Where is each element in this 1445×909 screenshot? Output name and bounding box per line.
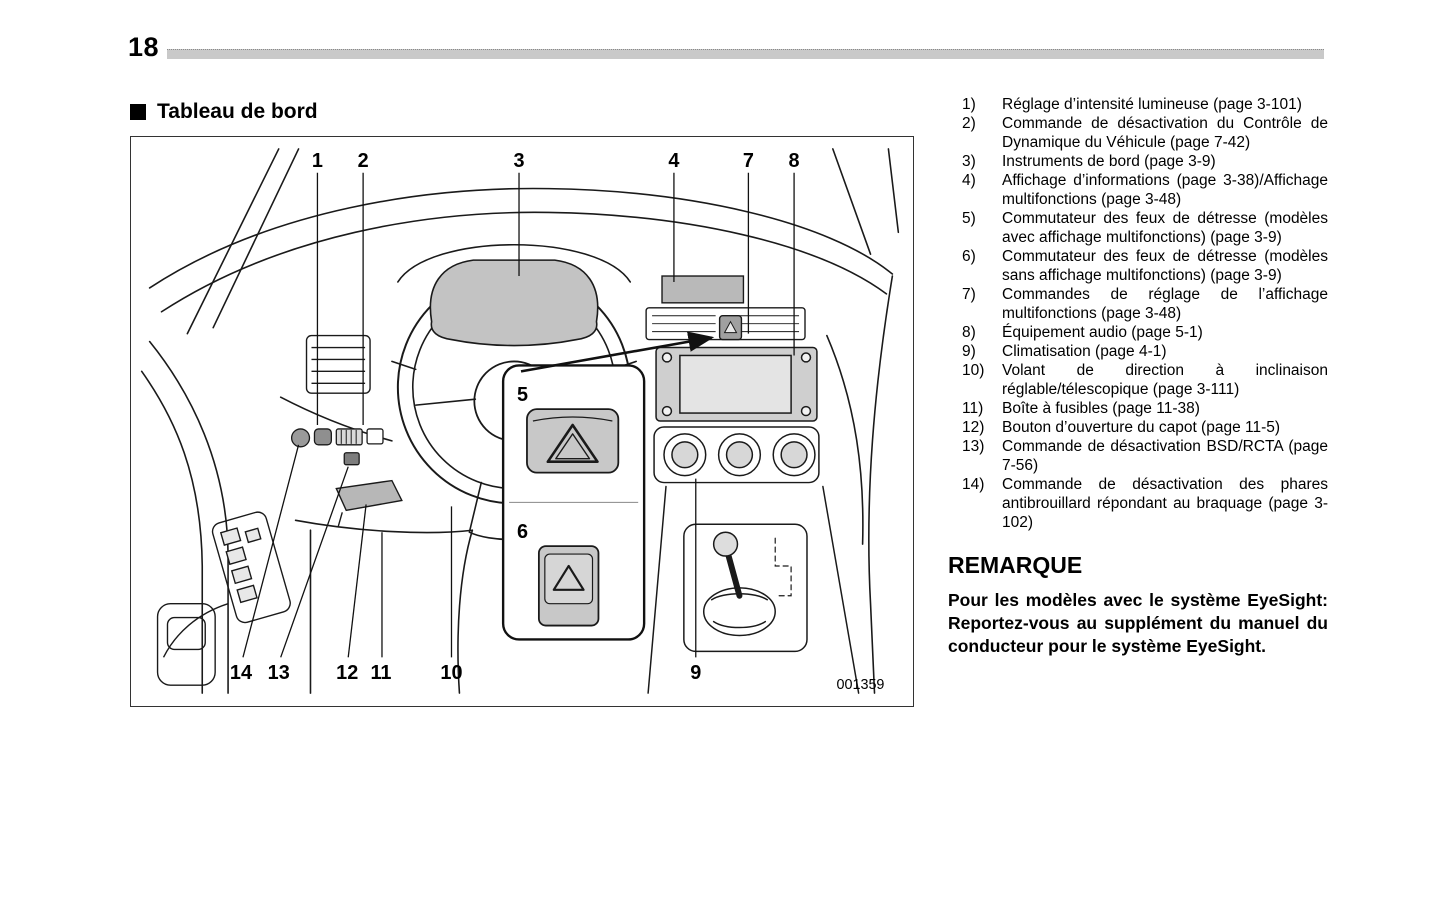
callout-11: 11 (370, 662, 391, 684)
header-rule (167, 49, 1324, 59)
callout-1: 1 (312, 150, 323, 172)
legend-item-text: Bouton d’ouverture du capot (page 11-5) (1002, 419, 1281, 436)
legend-item-number: 3) (962, 153, 976, 170)
figure-id: 001359 (836, 677, 884, 693)
legend-item-number: 13) (962, 438, 985, 455)
legend-item-number: 10) (962, 362, 985, 379)
section-title-text: Tableau de bord (157, 100, 318, 123)
hazard-switch-inset: 5 6 (501, 331, 715, 641)
legend-item-text: Réglage d’intensité lumineuse (page 3-10… (1002, 96, 1302, 113)
legend-item-text: Commutateur des feux de détresse (modèle… (1002, 248, 1328, 284)
legend-item-text: Boîte à fusibles (page 11-38) (1002, 400, 1200, 417)
legend-item: 12) Bouton d’ouverture du capot (page 11… (962, 418, 1328, 437)
callout-leader-lines (242, 172, 795, 658)
legend-item: 1) Réglage d’intensité lumineuse (page 3… (962, 95, 1328, 114)
callout-numbers: 1 2 3 4 7 8 14 13 12 11 10 9 (230, 150, 800, 684)
note-title: REMARQUE (948, 552, 1083, 578)
legend-item-number: 4) (962, 172, 976, 189)
callout-10: 10 (440, 662, 462, 684)
audio-unit (655, 346, 818, 422)
gear-shifter (647, 485, 860, 694)
legend-item-text: Volant de direction à inclinaison réglab… (1002, 362, 1328, 398)
legend-item-text: Commutateur des feux de détresse (modèle… (1002, 210, 1328, 246)
callout-12: 12 (336, 662, 358, 684)
legend-item: 7) Commandes de réglage de l’affichage m… (962, 285, 1328, 323)
dashboard-outline (140, 148, 900, 694)
legend-item: 8) Équipement audio (page 5-1) (962, 323, 1328, 342)
legend-item-text: Affichage d’informations (page 3-38)/Aff… (1002, 172, 1328, 208)
callout-14: 14 (230, 662, 252, 684)
legend-item-text: Instruments de bord (page 3-9) (1002, 153, 1216, 170)
callout-5: 5 (517, 384, 528, 406)
callout-4: 4 (668, 150, 679, 172)
legend-item-number: 11) (962, 400, 984, 417)
instrument-cluster (429, 259, 599, 347)
legend-item-number: 6) (962, 248, 976, 265)
legend-item-number: 12) (962, 419, 985, 436)
legend-item: 14) Commande de désactivation des phares… (962, 475, 1328, 532)
legend-item-text: Commande de désactivation des phares ant… (1002, 476, 1328, 531)
legend-item: 6) Commutateur des feux de détresse (mod… (962, 247, 1328, 285)
left-air-vent-icon (305, 334, 371, 394)
callout-2: 2 (358, 150, 369, 172)
legend-item-text: Commandes de réglage de l’affichage mult… (1002, 286, 1328, 322)
door-panel (156, 511, 291, 686)
dashboard-diagram: 1 2 3 4 7 8 14 13 12 11 10 9 5 (140, 148, 900, 694)
legend-column: 1) Réglage d’intensité lumineuse (page 3… (948, 95, 1328, 658)
legend-item: 10) Volant de direction à inclinaison ré… (962, 361, 1328, 399)
dashboard-figure: 1 2 3 4 7 8 14 13 12 11 10 9 5 (130, 136, 914, 707)
callout-3: 3 (513, 150, 524, 172)
legend-list: 1) Réglage d’intensité lumineuse (page 3… (948, 95, 1328, 532)
legend-item-text: Climatisation (page 4-1) (1002, 343, 1167, 360)
legend-item-number: 2) (962, 115, 976, 132)
legend-item-text: Commande de désactivation BSD/RCTA (page… (1002, 438, 1328, 474)
legend-item: 4) Affichage d’informations (page 3-38)/… (962, 171, 1328, 209)
legend-item-number: 14) (962, 476, 985, 493)
center-stack (645, 275, 806, 341)
legend-item-number: 9) (962, 343, 976, 360)
legend-item: 9) Climatisation (page 4-1) (962, 342, 1328, 361)
callout-13: 13 (268, 662, 290, 684)
legend-item-number: 5) (962, 210, 976, 227)
callout-9: 9 (690, 662, 701, 684)
legend-item: 2) Commande de désactivation du Contrôle… (962, 114, 1328, 152)
legend-item: 3) Instruments de bord (page 3-9) (962, 152, 1328, 171)
legend-item: 13) Commande de désactivation BSD/RCTA (… (962, 437, 1328, 475)
left-dash-buttons (290, 428, 384, 466)
callout-7: 7 (743, 150, 754, 172)
legend-item-number: 7) (962, 286, 976, 303)
section-title: Tableau de bord (130, 100, 318, 124)
climate-controls (653, 426, 820, 484)
legend-item-text: Équipement audio (page 5-1) (1002, 324, 1203, 341)
callout-8: 8 (789, 150, 800, 172)
page-number: 18 (128, 32, 160, 62)
hood-release-lever (335, 479, 403, 527)
callout-6: 6 (517, 521, 528, 543)
legend-item-text: Commande de désactivation du Contrôle de… (1002, 115, 1328, 151)
legend-item-number: 1) (962, 96, 976, 113)
hazard-switch-with-display-icon (526, 408, 620, 474)
section-marker-icon (130, 104, 146, 120)
legend-item-number: 8) (962, 324, 976, 341)
legend-item: 5) Commutateur des feux de détresse (mod… (962, 209, 1328, 247)
note-body: Pour les modèles avec le système EyeSigh… (948, 590, 1328, 656)
legend-item: 11) Boîte à fusibles (page 11-38) (962, 399, 1328, 418)
hazard-switch-without-display-icon (537, 545, 600, 627)
